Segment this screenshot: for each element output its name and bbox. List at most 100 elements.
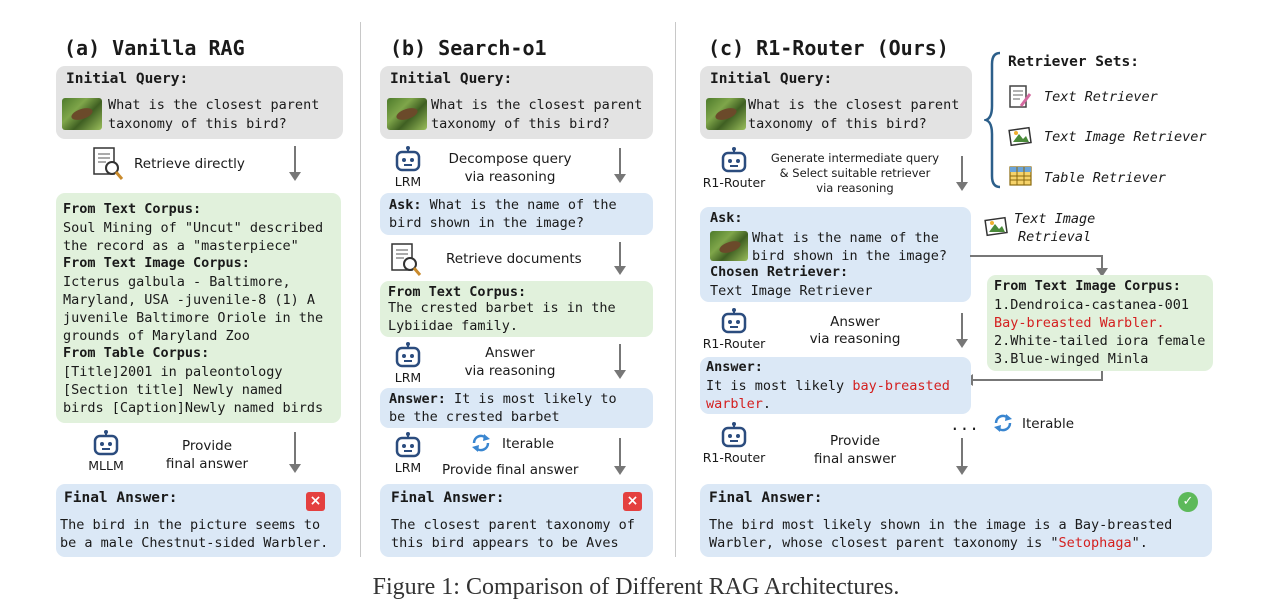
retriever-item: Text Image Retriever (1044, 129, 1207, 145)
answer-step-line-1: Answer (830, 314, 880, 330)
panel-c-corpus-box: From Text Image Corpus: 1.Dendroica-cast… (987, 275, 1213, 371)
ask-label: Ask: (710, 210, 743, 226)
panel-a-title: (a) Vanilla RAG (64, 36, 245, 60)
panel-b-title: (b) Search-o1 (390, 36, 547, 60)
document-search-icon (391, 243, 422, 276)
text-corpus-label: From Text Corpus: (63, 201, 202, 217)
final-answer-line: Warbler, whose closest parent taxonomy i… (709, 534, 1148, 553)
ask-line-2: bird shown in the image? (389, 215, 585, 231)
corpus-line: 3.Blue-winged Minla (994, 351, 1149, 367)
lrm-label: LRM (394, 174, 422, 189)
lrm-label: LRM (394, 370, 422, 385)
provide-line-2: final answer (165, 456, 249, 472)
final-answer-text: Warbler, whose closest parent taxonomy i… (709, 535, 1059, 551)
table-icon (1009, 166, 1032, 186)
final-answer-label: Final Answer: (64, 490, 178, 506)
answer-step-line-2: via reasoning (464, 363, 556, 379)
router-robot: R1-Router (694, 308, 774, 351)
answer-text: It is most likely to (445, 391, 617, 407)
panel-b-ask-box: Ask: What is the name of the bird shown … (380, 193, 653, 235)
final-answer-line: The closest parent taxonomy of (391, 517, 635, 533)
bird-image (62, 98, 102, 130)
provide-line-1: Provide (181, 438, 233, 454)
panel-c-ask-box: Ask: What is the name of the bird shown … (700, 207, 971, 302)
corpus-line: 2.White-tailed iora female (994, 333, 1206, 349)
panel-a-final-box: Final Answer: × The bird in the picture … (56, 484, 341, 557)
retriever-item: Table Retriever (1044, 170, 1166, 186)
answer-text: . (762, 396, 772, 412)
flow-arrow (289, 146, 301, 181)
iterable-label: Iterable (502, 436, 555, 452)
chosen-retriever-value: Text Image Retriever (710, 283, 873, 299)
answer-line-2: warbler. (706, 395, 771, 414)
lrm-label: LRM (394, 460, 422, 475)
final-answer-label: Final Answer: (391, 490, 505, 506)
chosen-retriever-label: Chosen Retriever: (710, 264, 849, 280)
panel-a-query-box: Initial Query: What is the closest paren… (56, 66, 343, 139)
flow-arrow (956, 156, 968, 191)
lrm-robot: LRM (388, 342, 428, 385)
text-corpus-line: The crested barbet is in the (388, 300, 616, 316)
initial-query-label: Initial Query: (710, 71, 833, 87)
text-corpus-line: Lybiidae family. (388, 318, 519, 334)
ask-line-1: Ask: What is the name of the (389, 196, 617, 215)
router-robot: R1-Router (694, 147, 774, 190)
ellipsis: ... (950, 415, 979, 434)
flow-arrow (956, 313, 968, 348)
initial-query-label: Initial Query: (66, 71, 189, 87)
lrm-robot: LRM (388, 146, 428, 189)
flow-arrow (614, 148, 626, 183)
flow-arrow (614, 344, 626, 379)
retriever-sets-label: Retriever Sets: (1008, 54, 1139, 70)
answer-step-line-2: via reasoning (809, 331, 901, 347)
final-answer-highlight: Setophaga (1058, 535, 1132, 551)
final-answer-line: be a male Chestnut-sided Warbler. (60, 535, 329, 551)
robot-icon (395, 146, 421, 172)
router-label: R1-Router (702, 175, 766, 190)
final-answer-line: The bird most likely shown in the image … (709, 517, 1173, 533)
retriever-item: Text Retriever (1044, 89, 1158, 105)
corpus-line: 1.Dendroica-castanea-001 (994, 297, 1190, 313)
final-answer-line: The bird in the picture seems to (60, 517, 321, 533)
router-label: R1-Router (702, 336, 766, 351)
robot-icon (395, 432, 421, 458)
flow-arrow (614, 242, 626, 275)
table-corpus-label: From Table Corpus: (63, 345, 210, 361)
figure-caption: Figure 1: Comparison of Different RAG Ar… (372, 574, 900, 600)
text-image-corpus-line: Maryland, USA -juvenile-8 (1) A (63, 292, 315, 308)
generate-line: via reasoning (816, 181, 894, 195)
decompose-line-1: Decompose query (448, 151, 572, 167)
ask-text: What is the name of the (421, 197, 617, 213)
table-corpus-line: [Title]2001 in paleontology (63, 364, 283, 380)
wrong-icon: × (306, 492, 325, 511)
panel-c-query-box: Initial Query: What is the closest paren… (700, 66, 972, 139)
query-line-2: taxonomy of this bird? (108, 116, 287, 132)
robot-icon (721, 147, 747, 173)
text-image-corpus-line: Icterus galbula - Baltimore, (63, 274, 291, 290)
panel-b-query-box: Initial Query: What is the closest paren… (380, 66, 653, 139)
robot-icon (721, 422, 747, 448)
iterate-icon (472, 434, 490, 452)
panel-b-answer-box: Answer: It is most likely to be the cres… (380, 388, 653, 428)
text-document-icon (1009, 85, 1032, 108)
retrieve-documents-label: Retrieve documents (446, 251, 582, 267)
answer-text: It is most likely (706, 378, 853, 394)
panel-b-retrieval-box: From Text Corpus: The crested barbet is … (380, 281, 653, 337)
panel-divider (675, 22, 676, 557)
bird-image (706, 98, 746, 130)
provide-line-1: Provide (829, 433, 881, 449)
query-line-1: What is the closest parent (431, 97, 643, 113)
bird-image (387, 98, 427, 130)
iterate-icon (994, 414, 1012, 432)
iterable-label: Iterable (1022, 416, 1075, 432)
provide-line-2: final answer (813, 451, 897, 467)
query-line-2: taxonomy of this bird? (748, 116, 927, 132)
flow-arrow (956, 438, 968, 475)
ask-line-2: bird shown in the image? (752, 248, 948, 264)
panel-c-title: (c) R1-Router (Ours) (708, 36, 949, 60)
query-line-1: What is the closest parent (108, 97, 320, 113)
ask-label: Ask: (389, 197, 422, 213)
text-image-corpus-label: From Text Image Corpus: (63, 255, 250, 271)
wrong-icon: × (623, 492, 642, 511)
robot-icon (93, 430, 119, 456)
